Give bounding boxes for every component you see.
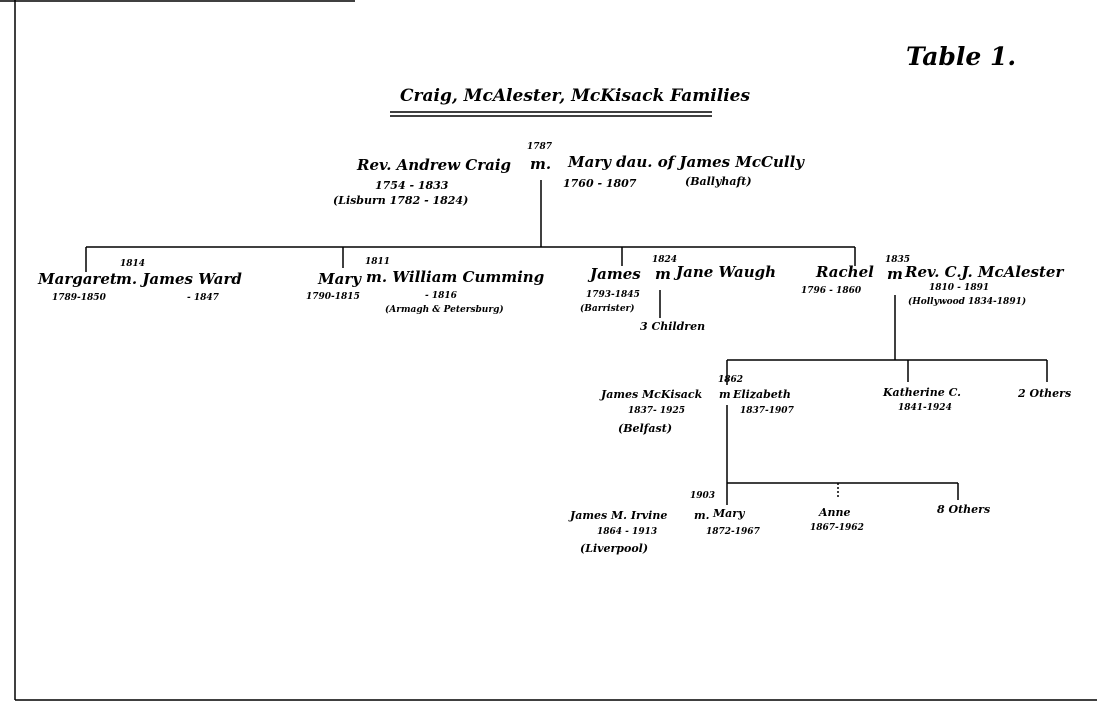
person-name: Mary dau. of James McCully — [568, 153, 804, 171]
person-name: Margaret — [38, 270, 117, 288]
spouse-note: (Armagh & Petersburg) — [385, 305, 504, 315]
person-name: Rachel — [816, 263, 874, 281]
page-title: Craig, McAlester, McKisack Families — [400, 86, 751, 106]
spouse-dates: - 1816 — [425, 291, 457, 301]
spouse-name: Elizabeth — [733, 388, 791, 401]
spouse-dates: 1837-1907 — [740, 406, 794, 416]
person-note: (Lisburn 1782 - 1824) — [333, 194, 469, 207]
person-name: James — [590, 265, 641, 283]
spouse-name: m. William Cumming — [366, 268, 545, 286]
person-note: (Ballyhaft) — [685, 175, 752, 188]
person-note: (Liverpool) — [580, 542, 649, 555]
marriage-mark: m — [655, 265, 671, 283]
marriage-mark: m. — [694, 509, 710, 522]
person-dates: 1796 - 1860 — [801, 286, 862, 296]
marriage-year: 1862 — [718, 375, 744, 385]
spouse-dates: 1810 - 1891 — [929, 283, 990, 293]
marriage-year: 1787 — [527, 142, 553, 152]
person-dates: 1760 - 1807 — [563, 177, 637, 190]
marriage-year: 1835 — [885, 255, 911, 265]
spouse-note: (Hollywood 1834-1891) — [908, 297, 1027, 307]
others-count: 8 Others — [937, 503, 991, 516]
spouse-dates: - 1847 — [187, 293, 219, 303]
children-count: 3 Children — [640, 320, 706, 333]
person-dates: 1790-1815 — [306, 292, 360, 302]
marriage-mark: m. — [530, 155, 552, 173]
marriage-year: 1903 — [690, 491, 716, 501]
spouse-name: Jane Waugh — [676, 263, 777, 281]
marriage-year: 1824 — [652, 255, 678, 265]
marriage-mark: m — [719, 388, 731, 401]
person-name: Katherine C. — [883, 386, 961, 399]
person-dates: 1837- 1925 — [628, 406, 685, 416]
person-dates: 1793-1845 — [586, 290, 640, 300]
spouse-name: Mary — [713, 507, 745, 520]
others-count: 2 Others — [1018, 387, 1072, 400]
marriage-year: 1811 — [365, 257, 391, 267]
person-name: James McKisack — [601, 388, 703, 401]
person-name: Rev. Andrew Craig — [357, 156, 512, 174]
person-dates: 1754 - 1833 — [375, 179, 449, 192]
marriage-mark: m — [887, 265, 903, 283]
person-dates: 1841-1924 — [898, 403, 952, 413]
person-name: James M. Irvine — [570, 509, 668, 522]
person-name: Anne — [819, 506, 851, 519]
person-name: Mary — [318, 270, 361, 288]
person-note: (Belfast) — [618, 422, 673, 435]
table-label: Table 1. — [906, 42, 1017, 71]
spouse-dates: 1872-1967 — [706, 527, 760, 537]
marriage-year: 1814 — [120, 259, 146, 269]
person-dates: 1789-1850 — [52, 293, 106, 303]
person-dates: 1867-1962 — [810, 523, 864, 533]
spouse-name: m. James Ward — [116, 270, 242, 288]
person-note: (Barrister) — [580, 304, 635, 314]
spouse-name: Rev. C.J. McAlester — [905, 263, 1064, 281]
person-dates: 1864 - 1913 — [597, 527, 658, 537]
